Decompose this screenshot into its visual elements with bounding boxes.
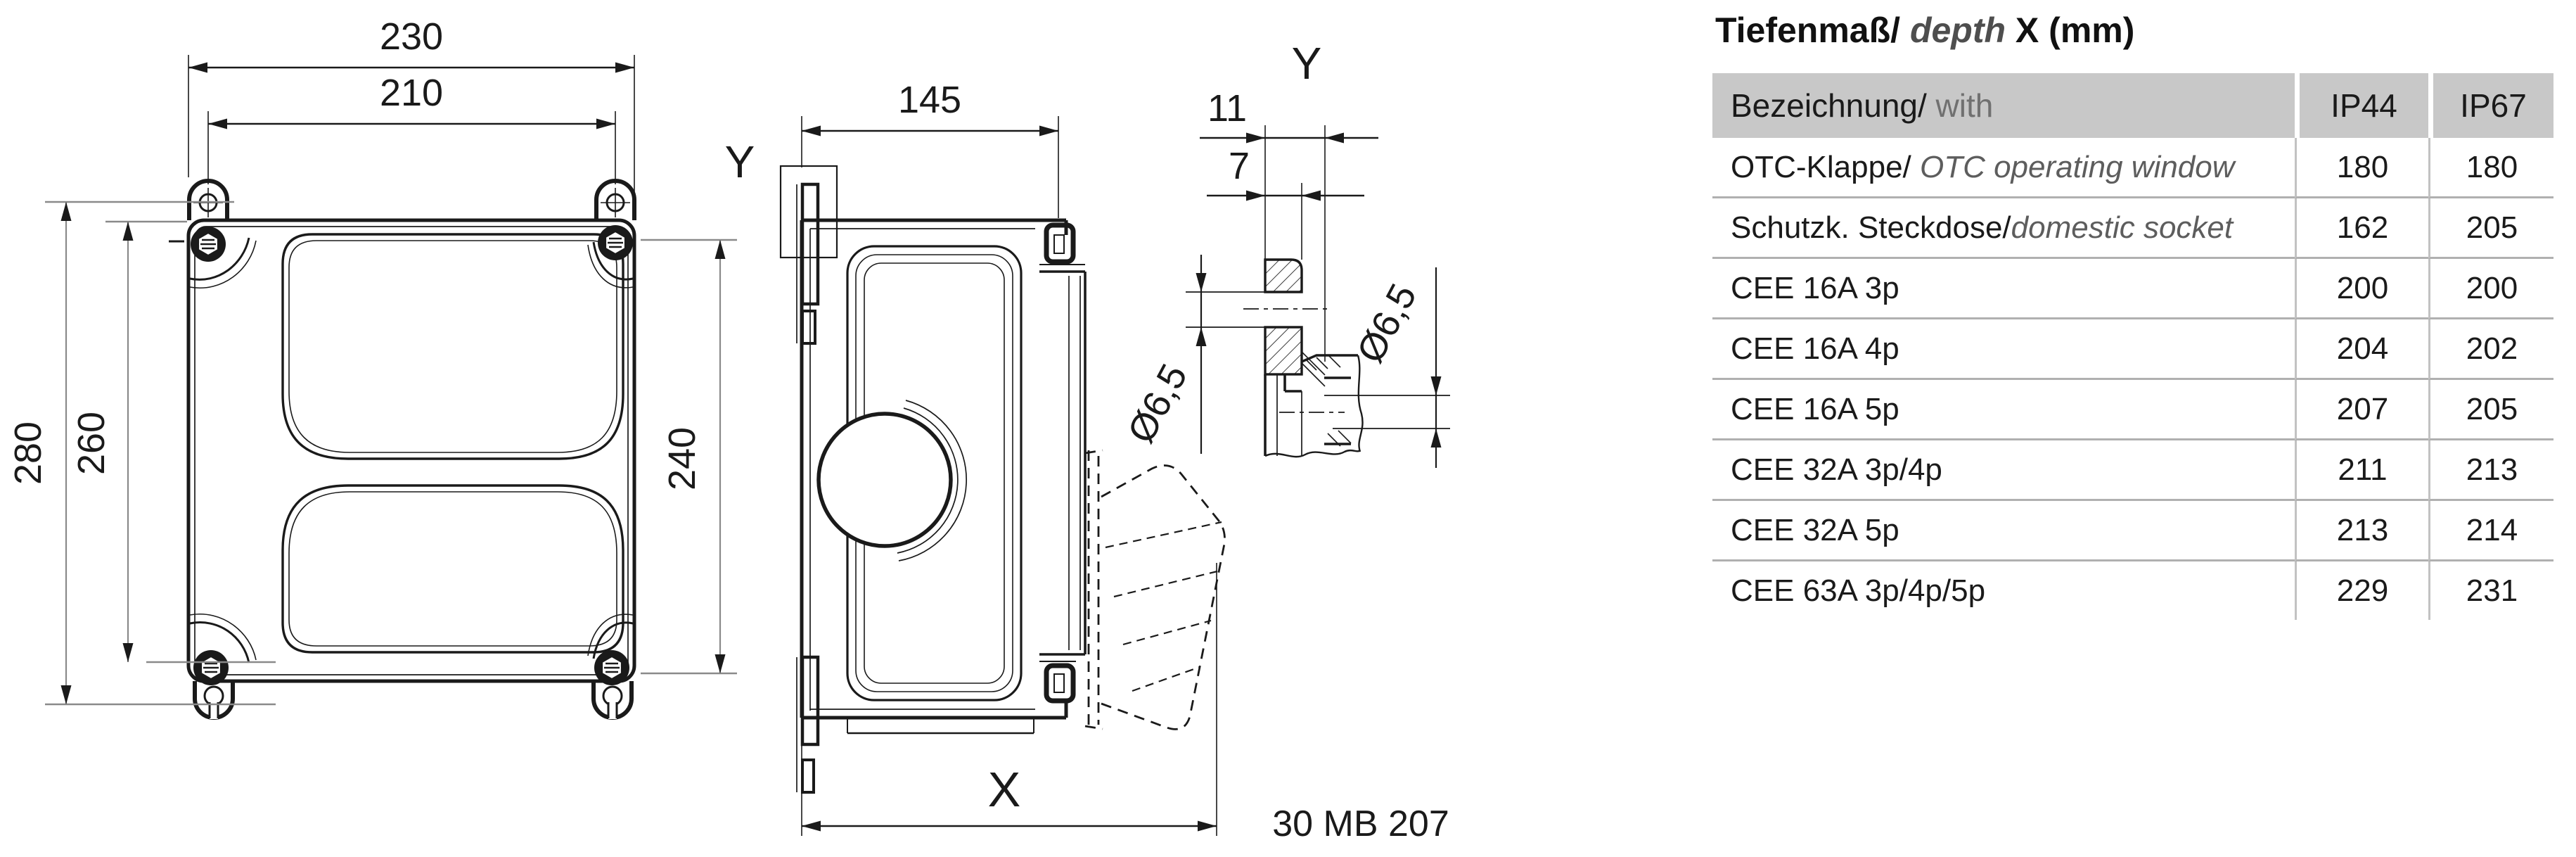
row-label: OTC-Klappe/ OTC operating window <box>1712 138 2295 198</box>
row-ip67-value: 214 <box>2428 501 2553 561</box>
dim-dia-top: Ø6,5 <box>1120 255 1265 454</box>
row-label: CEE 16A 3p <box>1712 259 2295 319</box>
row-ip67-value: 180 <box>2428 138 2553 198</box>
table-title: Tiefenmaß/ depth X (mm) <box>1715 11 2553 50</box>
section-label-y-side: Y <box>725 137 755 187</box>
gland-boss <box>816 400 968 561</box>
row-label-en: OTC operating window <box>1919 149 2235 184</box>
dim-145-label: 145 <box>898 79 961 121</box>
row-ip44-value: 180 <box>2295 138 2428 198</box>
col-header-ip67: IP67 <box>2428 73 2553 138</box>
table-row: CEE 16A 5p 207 205 <box>1712 380 2553 440</box>
lug-cross-section <box>1243 258 1361 458</box>
row-ip67-value: 213 <box>2428 440 2553 501</box>
mounting-lugs-top <box>189 181 634 220</box>
lid-panel-upper <box>281 233 624 460</box>
dim-x-label: X <box>988 762 1021 817</box>
lid-front-profile <box>1039 222 1087 704</box>
cee-socket-hidden <box>1084 449 1226 730</box>
row-label-de: CEE 16A 4p <box>1731 331 1899 366</box>
table-row: CEE 63A 3p/4p/5p 229 231 <box>1712 561 2553 620</box>
table-title-de: Tiefenmaß/ <box>1715 11 1901 50</box>
dim-height-mid: 260 <box>70 220 276 664</box>
dim-width-outer: 230 <box>188 15 635 217</box>
depth-table-header-row: Bezeichnung/ with IP44 IP67 <box>1712 73 2553 138</box>
dim-210-label: 210 <box>380 72 443 114</box>
table-title-suffix: X (mm) <box>2006 11 2135 50</box>
dim-230-label: 230 <box>380 15 443 58</box>
row-label: CEE 32A 3p/4p <box>1712 440 2295 501</box>
row-label-de: OTC-Klappe/ <box>1731 149 1920 184</box>
dim-height-outer: 280 <box>7 201 276 706</box>
table-row: OTC-Klappe/ OTC operating window 180 180 <box>1712 138 2553 198</box>
col-header-ip44: IP44 <box>2295 73 2428 138</box>
row-label-de: Schutzk. Steckdose/ <box>1731 210 2011 245</box>
table-title-en: depth <box>1900 11 2006 50</box>
table-row: Schutzk. Steckdose/domestic socket 162 2… <box>1712 198 2553 259</box>
wall-cross-section <box>1279 354 1450 452</box>
row-ip67-value: 205 <box>2428 380 2553 440</box>
dim-11-label: 11 <box>1207 87 1247 129</box>
row-ip44-value: 229 <box>2295 561 2428 620</box>
col-header-bezeichnung: Bezeichnung/ with <box>1712 73 2295 138</box>
row-ip44-value: 211 <box>2295 440 2428 501</box>
table-row: CEE 16A 3p 200 200 <box>1712 259 2553 319</box>
row-label-de: CEE 16A 3p <box>1731 270 1899 305</box>
dim-280-label: 280 <box>7 421 49 485</box>
dim-lug-7: 7 <box>1207 145 1364 201</box>
part-number: 30 MB 207 <box>1272 804 1449 844</box>
row-ip44-value: 204 <box>2295 319 2428 380</box>
corner-screws <box>189 224 634 687</box>
dia-65-bottom-label: Ø6,5 <box>1349 277 1425 370</box>
row-ip44-value: 162 <box>2295 198 2428 259</box>
row-ip67-value: 205 <box>2428 198 2553 259</box>
row-ip44-value: 200 <box>2295 259 2428 319</box>
col-header-bezeichnung-en: with <box>1926 87 1994 124</box>
enclosure-body-outline <box>186 218 636 683</box>
row-label: CEE 63A 3p/4p/5p <box>1712 561 2295 620</box>
table-row: CEE 32A 5p 213 214 <box>1712 501 2553 561</box>
row-label-de: CEE 32A 5p <box>1731 512 1899 547</box>
dim-depth-145: 145 <box>801 79 1059 218</box>
table-row: CEE 32A 3p/4p 211 213 <box>1712 440 2553 501</box>
depth-table: Bezeichnung/ with IP44 IP67 OTC-Klappe/ … <box>1712 73 2553 620</box>
lid-panel-lower <box>281 484 624 654</box>
row-ip44-value: 207 <box>2295 380 2428 440</box>
side-view: Y <box>725 79 1449 844</box>
row-label: CEE 16A 4p <box>1712 319 2295 380</box>
table-row: CEE 16A 4p 204 202 <box>1712 319 2553 380</box>
section-label-y-detail: Y <box>1292 38 1322 89</box>
row-label-de: CEE 63A 3p/4p/5p <box>1731 573 1986 608</box>
dim-dia-bottom: Ø6,5 <box>1349 267 1442 468</box>
row-ip44-value: 213 <box>2295 501 2428 561</box>
row-label-de: CEE 32A 3p/4p <box>1731 452 1942 487</box>
dim-width-inner: 210 <box>207 72 616 184</box>
keyhole-lugs-bottom <box>195 681 632 719</box>
row-ip67-value: 231 <box>2428 561 2553 620</box>
row-ip67-value: 202 <box>2428 319 2553 380</box>
corner-ribs <box>189 237 634 664</box>
dim-height-right: 240 <box>641 239 737 675</box>
dim-260-label: 260 <box>70 412 113 475</box>
dim-7-label: 7 <box>1229 145 1250 187</box>
row-ip67-value: 200 <box>2428 259 2553 319</box>
dim-depth-x: X <box>801 563 1217 836</box>
row-label-en: domestic socket <box>2011 210 2234 245</box>
row-label: Schutzk. Steckdose/domestic socket <box>1712 198 2295 259</box>
row-label-de: CEE 16A 5p <box>1731 391 1899 426</box>
enclosure-body-inner-line <box>194 226 629 675</box>
front-view: 230 210 280 <box>7 15 737 719</box>
row-label: CEE 32A 5p <box>1712 501 2295 561</box>
dia-65-top-label: Ø6,5 <box>1120 357 1196 450</box>
depth-spec-panel: Tiefenmaß/ depth X (mm) Bezeichnung/ wit… <box>1712 10 2553 620</box>
dim-240-label: 240 <box>661 427 703 490</box>
wall-mount-brackets <box>779 165 838 794</box>
row-label: CEE 16A 5p <box>1712 380 2295 440</box>
dim-lug-11: 11 <box>1200 87 1378 144</box>
detail-view: Y 11 7 <box>1120 38 1450 468</box>
col-header-bezeichnung-de: Bezeichnung/ <box>1731 87 1927 124</box>
